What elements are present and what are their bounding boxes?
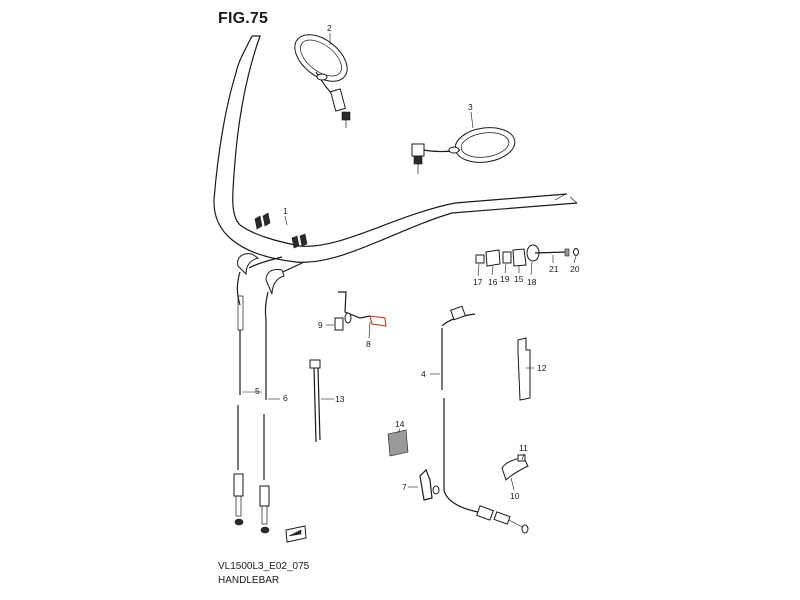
model-code: VL1500L3_E02_075 (218, 561, 310, 572)
bar-end-assembly[interactable] (475, 244, 579, 267)
callout-18: 18 (527, 277, 537, 287)
screw[interactable] (334, 317, 344, 331)
callout-11: 11 (519, 443, 528, 453)
callout-21: 21 (549, 264, 559, 274)
callout-numbers: 1 2 3 4 5 6 7 8 9 10 11 12 13 14 15 16 1… (255, 23, 580, 501)
bracket[interactable] (338, 291, 387, 327)
callout-10: 10 (510, 491, 520, 501)
callout-9: 9 (318, 320, 323, 330)
fig-title: FIG.75 (218, 10, 269, 27)
callout-19: 19 (500, 274, 510, 284)
callout-8: 8 (366, 339, 371, 349)
throttle-cable-pull[interactable] (233, 253, 283, 526)
callout-16: 16 (488, 277, 498, 287)
front-arrow-icon (285, 525, 307, 543)
callout-15: 15 (514, 274, 524, 284)
callout-6: 6 (283, 393, 288, 403)
throttle-cable-return[interactable] (259, 261, 305, 534)
clutch-cable[interactable] (441, 305, 529, 534)
leader-lines (242, 33, 577, 491)
callout-20: 20 (570, 264, 580, 274)
switch-clamp[interactable] (501, 454, 529, 481)
callout-7: 7 (402, 482, 407, 492)
group-name: HANDLEBAR (218, 575, 280, 586)
callout-17: 17 (473, 277, 483, 287)
callout-4: 4 (421, 369, 426, 379)
boot[interactable] (517, 337, 531, 401)
callout-1: 1 (283, 206, 288, 216)
label-sticker[interactable] (387, 429, 409, 457)
callout-14: 14 (395, 419, 405, 429)
cable-clamp[interactable] (419, 468, 440, 501)
bar-end-washer[interactable] (502, 251, 512, 264)
mirror-right[interactable] (411, 124, 517, 174)
handlebar[interactable] (213, 35, 578, 263)
callout-12: 12 (537, 363, 547, 373)
bar-end-bolt[interactable] (534, 251, 567, 254)
cable-tie[interactable] (309, 359, 321, 443)
callout-2: 2 (327, 23, 332, 33)
mirror-left[interactable] (286, 25, 355, 128)
callout-13: 13 (335, 394, 345, 404)
bar-end-nut[interactable] (475, 254, 485, 264)
bar-end-washer-small[interactable] (573, 248, 579, 256)
callout-3: 3 (468, 102, 473, 112)
bar-end-spacer[interactable] (485, 249, 501, 267)
callout-5: 5 (255, 386, 260, 396)
bar-end-grommet[interactable] (512, 248, 527, 267)
